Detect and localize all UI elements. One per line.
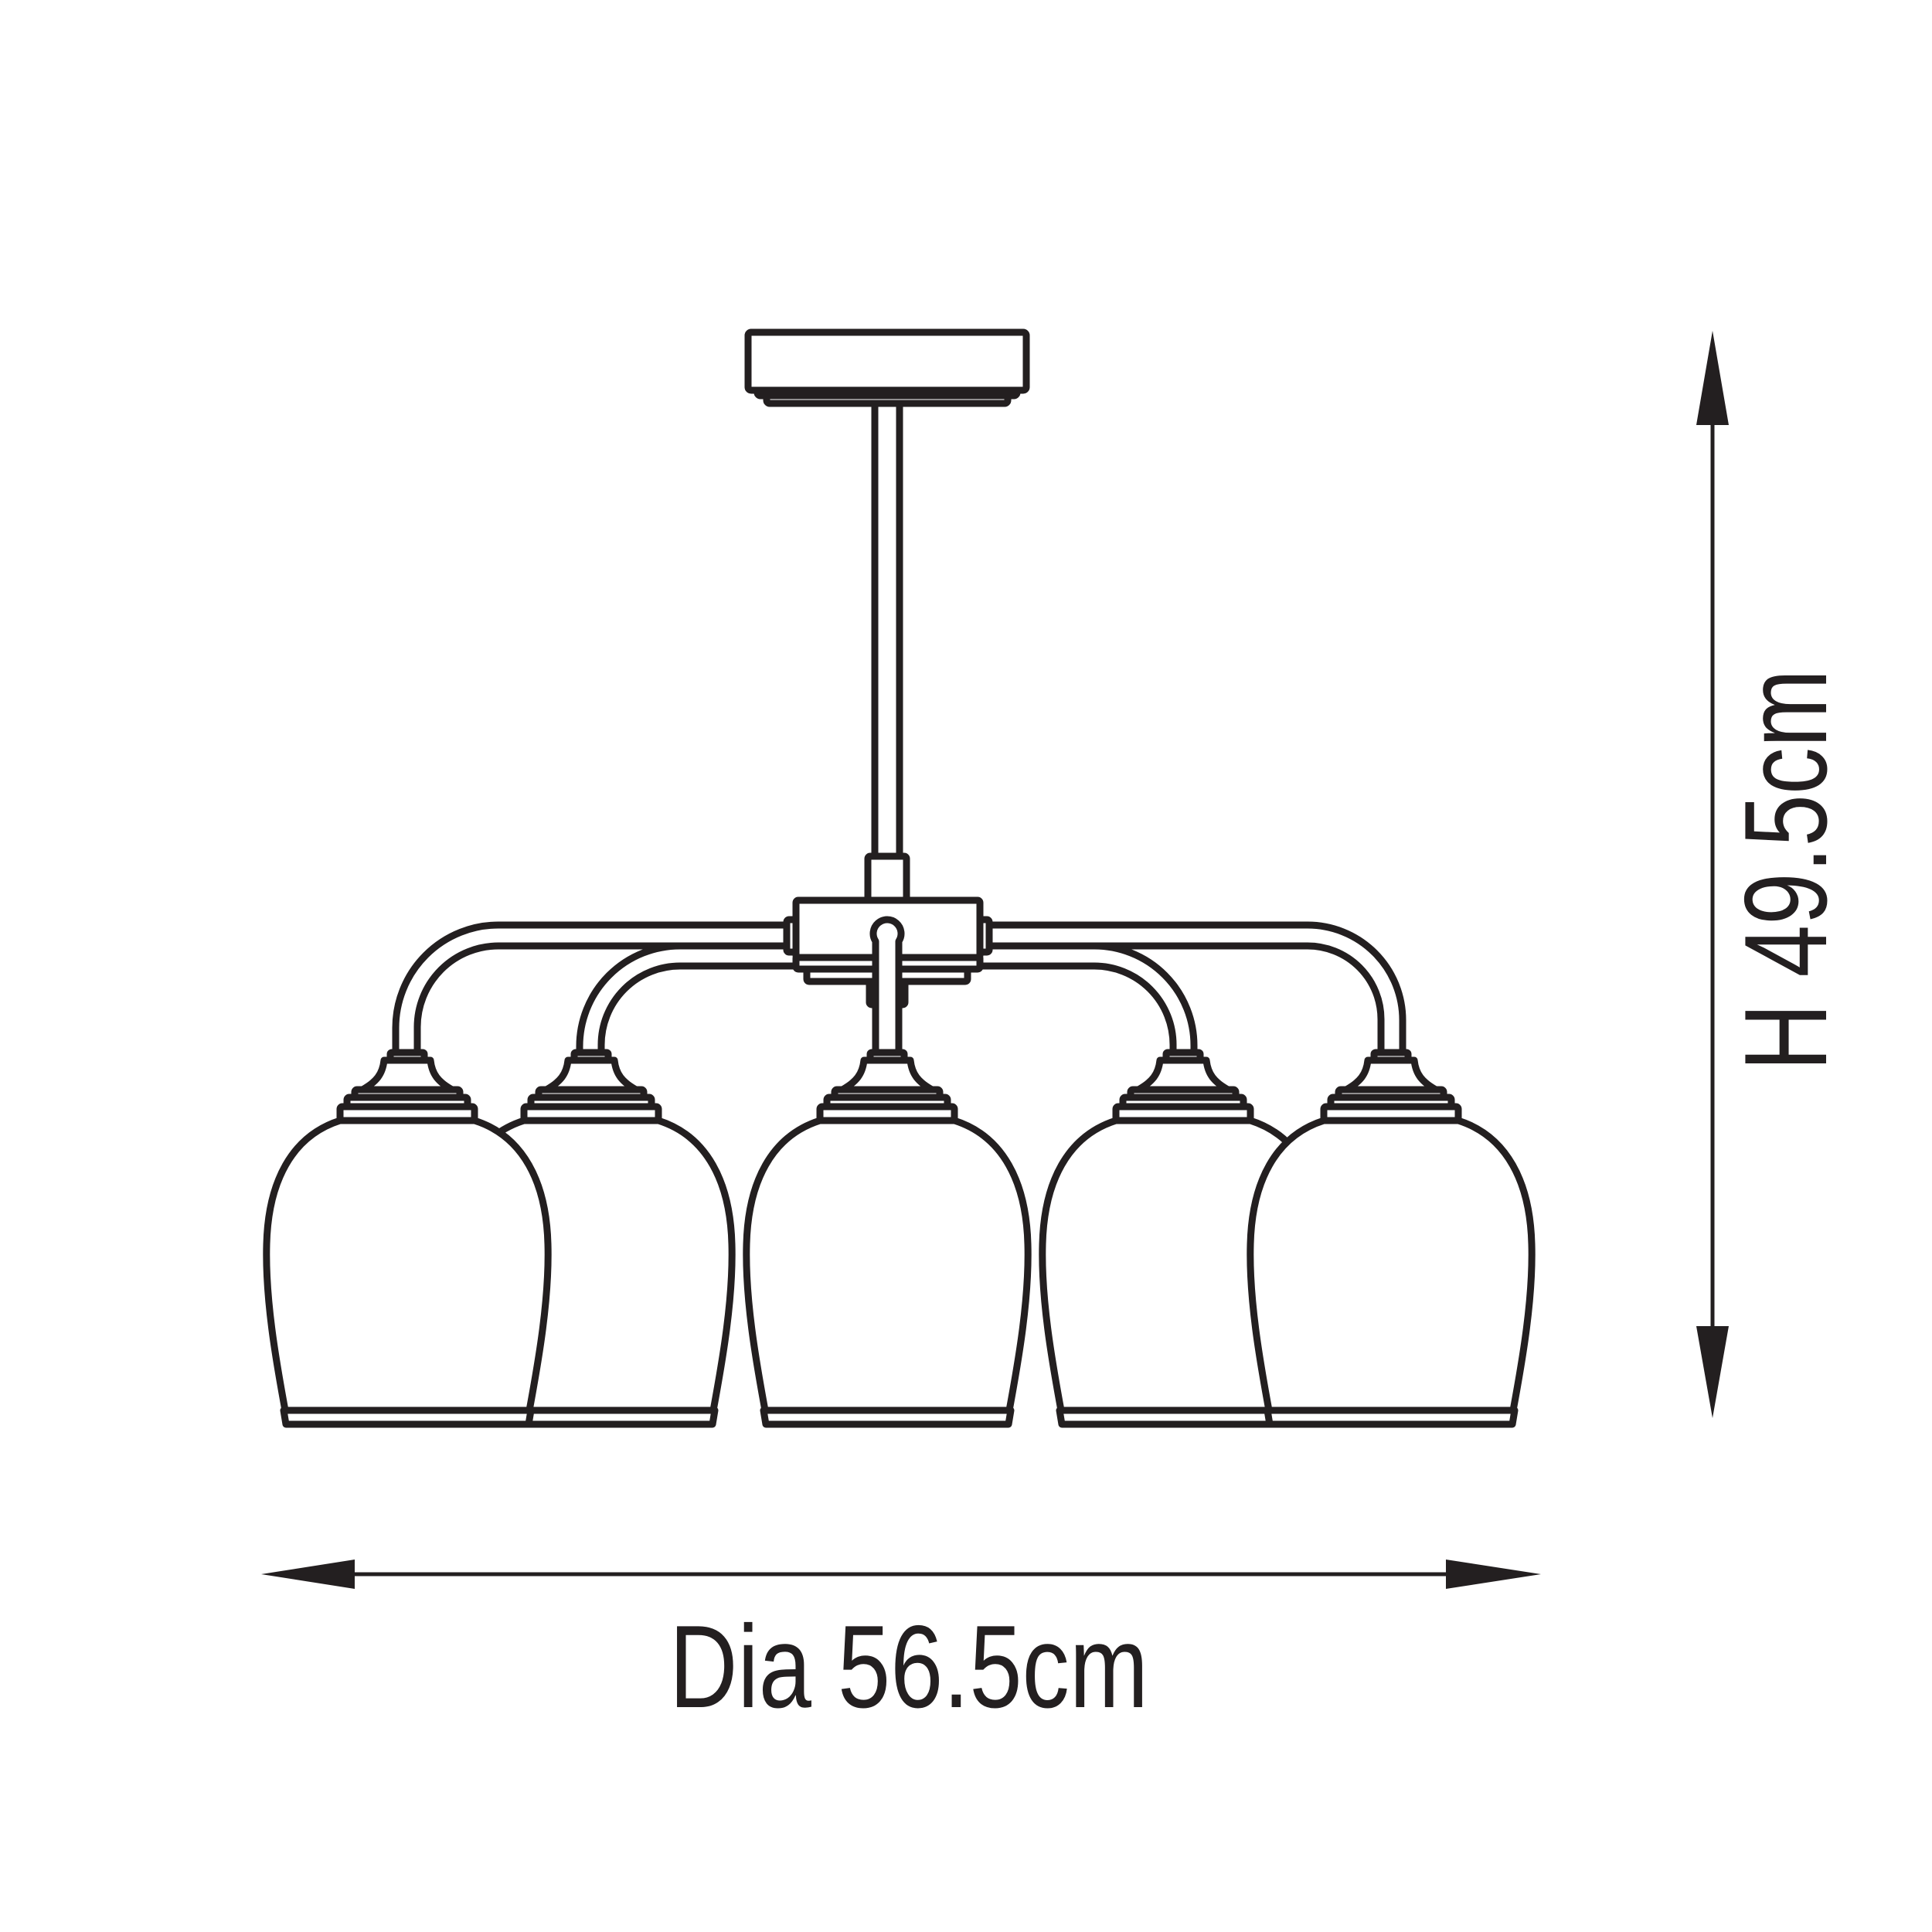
- height-label: H 49.5cm: [1720, 669, 1852, 1071]
- suspension-rod: [864, 400, 910, 906]
- shade-5: [1250, 1053, 1532, 1424]
- arrowhead-right-icon: [1446, 1560, 1541, 1589]
- central-hub: [783, 896, 993, 1056]
- arrowhead-up-icon: [1696, 331, 1729, 425]
- shade-1: [267, 1053, 548, 1424]
- shade-3-center: [747, 1053, 1028, 1424]
- height-dimension: [1696, 331, 1729, 1418]
- diameter-dimension: [261, 1560, 1541, 1589]
- ceiling-plate: [744, 328, 1030, 407]
- arms: [392, 921, 1406, 1056]
- arrowhead-left-icon: [261, 1560, 355, 1589]
- diameter-label: Dia 56.5cm: [669, 1601, 1148, 1733]
- arrowhead-down-icon: [1696, 1326, 1729, 1418]
